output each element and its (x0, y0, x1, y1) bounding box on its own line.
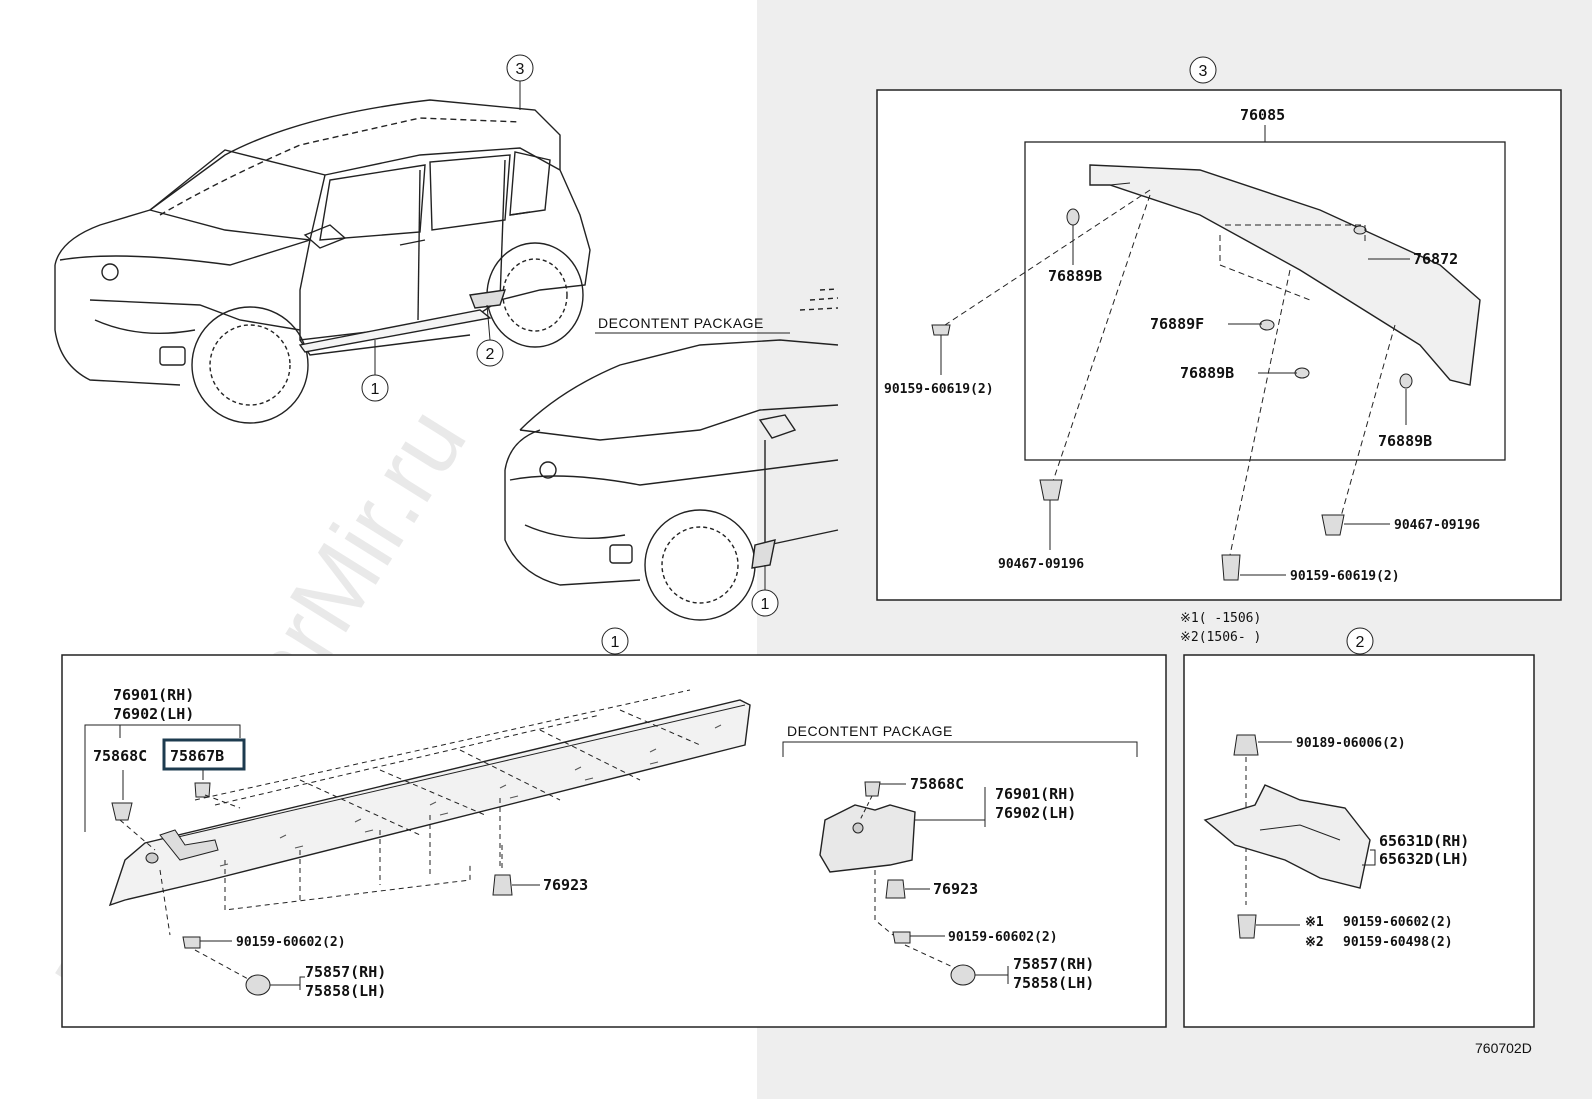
highlight-box-75867b[interactable] (162, 738, 246, 771)
car-main-illustration (54, 99, 591, 424)
label-76085: 76085 (1240, 106, 1285, 124)
svg-text:1: 1 (611, 634, 620, 651)
label-decontent-76923: 76923 (933, 880, 978, 898)
car-decontent-illustration (504, 288, 839, 621)
label-decontent-76901-rh: 76901(RH) (995, 785, 1076, 803)
note-1: ※1( -1506) (1180, 611, 1261, 626)
label-76923: 76923 (543, 876, 588, 894)
label-decontent-90159-60602: 90159-60602(2) (948, 930, 1058, 945)
label-90159-60619-bottom: 90159-60619(2) (1290, 569, 1400, 584)
label-76901-rh: 76901(RH) (113, 686, 194, 704)
svg-text:2: 2 (1356, 634, 1365, 651)
svg-text:2: 2 (486, 346, 495, 363)
label-65631d-rh: 65631D(RH) (1379, 832, 1469, 850)
label-76902-lh: 76902(LH) (113, 705, 194, 723)
mark-screw-1: ※1 (1305, 915, 1324, 930)
svg-text:1: 1 (761, 596, 770, 613)
callout-car-mudguard: 2 (476, 304, 504, 367)
label-65632d-lh: 65632D(LH) (1379, 850, 1469, 868)
svg-text:3: 3 (516, 61, 525, 78)
label-90467-09196-right: 90467-09196 (1394, 518, 1480, 533)
svg-text:3: 3 (1199, 63, 1208, 80)
callout-car-spoiler: 3 (506, 54, 534, 110)
panel-2-mudguard: 2 90189-06006(2) 65631D(RH) 65632D(LH) ※… (1183, 627, 1535, 1028)
label-75867b[interactable]: 75867B (170, 747, 224, 765)
label-decontent-76902-lh: 76902(LH) (995, 804, 1076, 822)
panel-3-rear-spoiler: 3 76085 76889B 76872 76889F 76 (876, 56, 1562, 601)
callout-car-rocker: 1 (361, 340, 389, 402)
label-90467-09196-left: 90467-09196 (998, 557, 1084, 572)
callout-decontent-car: 1 (751, 565, 779, 617)
label-90159-60498: 90159-60498(2) (1343, 935, 1453, 950)
svg-text:1: 1 (371, 381, 380, 398)
label-75858-lh: 75858(LH) (305, 982, 386, 1000)
label-decontent-75857-rh: 75857(RH) (1013, 955, 1094, 973)
label-76889b-right: 76889B (1378, 432, 1432, 450)
label-90159-60602-panel2: 90159-60602(2) (1343, 915, 1453, 930)
mark-screw-2: ※2 (1305, 935, 1324, 950)
label-76889f: 76889F (1150, 315, 1204, 333)
panel-1-rocker-panel: 1 76901(RH) 76902(LH) 75868C 75867B (61, 627, 1167, 1028)
decontent-caption-top: DECONTENT PACKAGE (598, 315, 764, 331)
label-76872: 76872 (1413, 250, 1458, 268)
label-decontent-75868c: 75868C (910, 775, 964, 793)
label-90159-60602: 90159-60602(2) (236, 935, 346, 950)
diagram-code: 760702D (1475, 1040, 1532, 1056)
label-90159-60619-left: 90159-60619(2) (884, 382, 994, 397)
label-75868c: 75868C (93, 747, 147, 765)
label-75857-rh: 75857(RH) (305, 963, 386, 981)
label-76889b-center: 76889B (1180, 364, 1234, 382)
label-90189-06006: 90189-06006(2) (1296, 736, 1406, 751)
note-2: ※2(1506- ) (1180, 630, 1261, 645)
label-76889b-left: 76889B (1048, 267, 1102, 285)
decontent-caption-panel: DECONTENT PACKAGE (787, 723, 953, 739)
label-decontent-75858-lh: 75858(LH) (1013, 974, 1094, 992)
